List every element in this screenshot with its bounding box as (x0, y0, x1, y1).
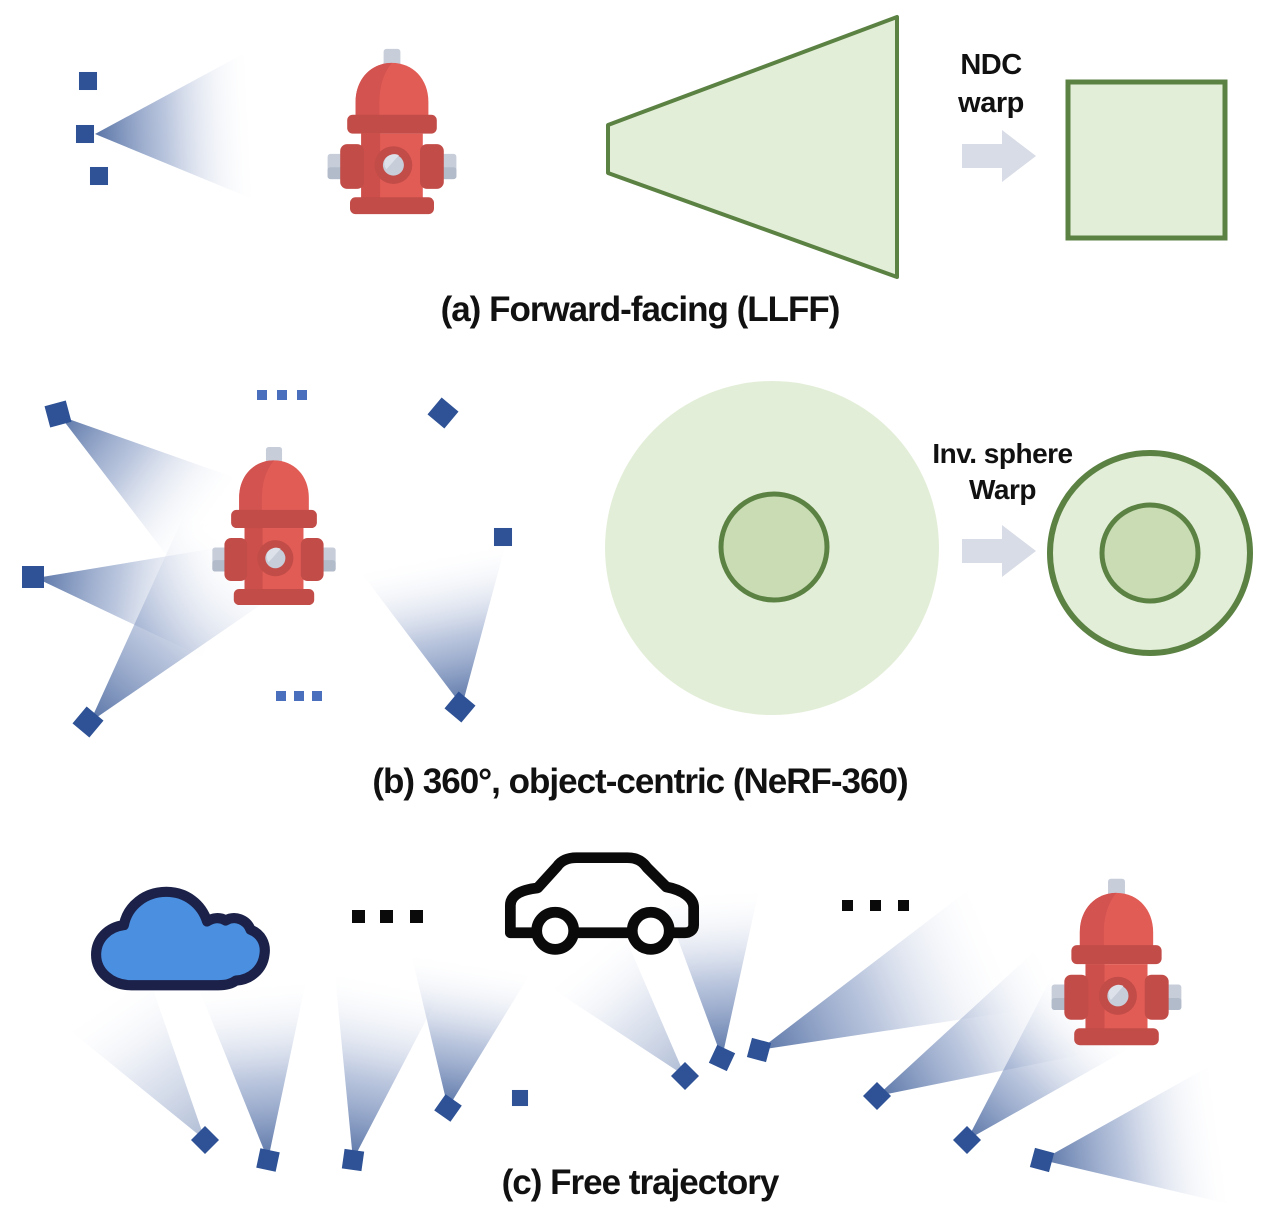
camera-icon (862, 1081, 892, 1111)
camera-icon (511, 1089, 529, 1107)
ellipsis-dots-bottom (276, 691, 322, 701)
inv-sphere-line1: Inv. sphere (932, 438, 1073, 469)
fire-hydrant-icon (327, 48, 457, 215)
camera-icon (75, 124, 95, 144)
view-frustum (197, 975, 308, 1160)
caption-a: (a) Forward-facing (LLFF) (440, 290, 841, 329)
view-frustum (759, 883, 1030, 1050)
view-frustum (1042, 1062, 1236, 1206)
section-a-graphics (75, 15, 1228, 279)
caption-c: (c) Free trajectory (501, 1163, 780, 1202)
section-c-graphics (63, 858, 1236, 1206)
camera-icon (427, 397, 459, 429)
warp-arrow-icon (962, 130, 1036, 182)
view-frustum (95, 49, 259, 202)
camera-icon (746, 1037, 772, 1063)
ndc-warp-label: NDC warp (930, 46, 1052, 122)
camera-icon (444, 691, 476, 723)
camera-icon (434, 1094, 462, 1122)
view-frustum (334, 967, 443, 1160)
camera-icon (22, 566, 44, 588)
view-frustum (63, 967, 205, 1140)
ndc-warp-line1: NDC (960, 49, 1022, 81)
cloud-icon (96, 892, 265, 985)
foreground-sphere (718, 491, 830, 603)
view-frustum (410, 950, 533, 1108)
camera-icon (89, 166, 109, 186)
ndc-warp-line2: warp (958, 87, 1024, 119)
camera-icon (708, 1044, 736, 1072)
ellipsis-dots-left (352, 910, 423, 923)
section-b-graphics (22, 381, 1253, 738)
view-frustum (660, 884, 761, 1058)
inverted-sphere-inner (1099, 502, 1201, 604)
frustum-trapezoid (606, 15, 899, 279)
inv-sphere-line2: Warp (969, 474, 1036, 505)
warp-arrow-icon (962, 525, 1036, 577)
inv-sphere-warp-label: Inv. sphere Warp (895, 436, 1110, 508)
view-frustum (545, 922, 685, 1076)
ellipsis-dots-top (257, 390, 307, 400)
ellipsis-dots-right (842, 900, 909, 911)
camera-icon (493, 527, 513, 547)
camera-icon (78, 71, 98, 91)
view-frustum (357, 539, 508, 706)
caption-b: (b) 360°, object-centric (NeRF-360) (372, 762, 908, 801)
ndc-square (1065, 79, 1228, 241)
